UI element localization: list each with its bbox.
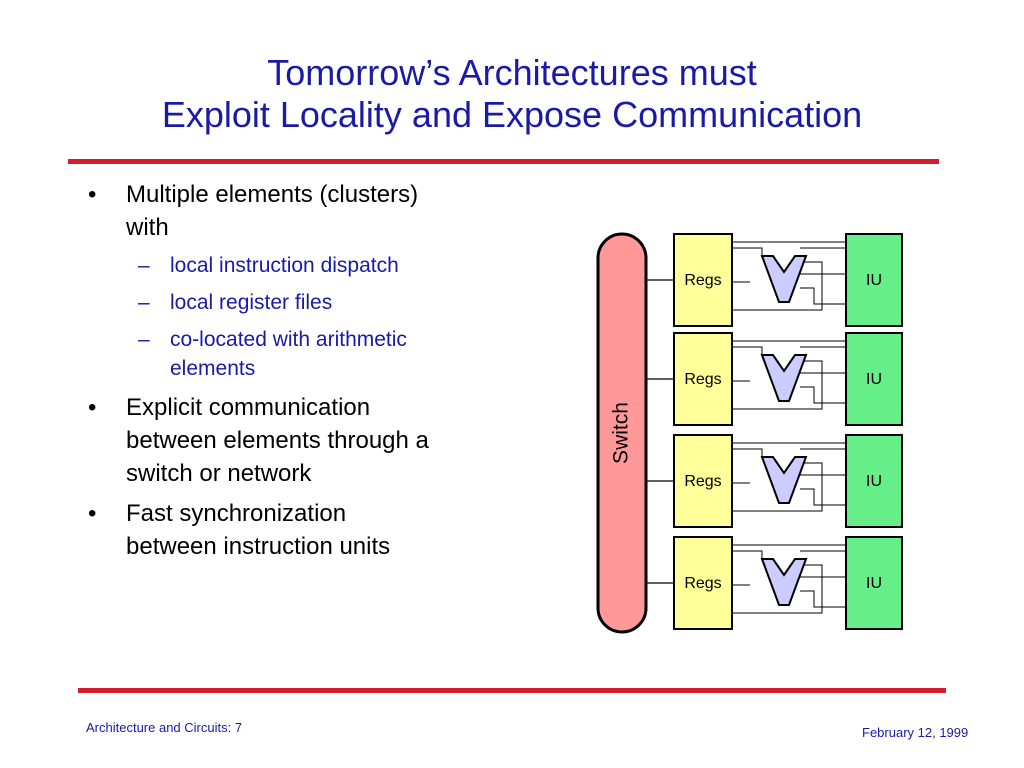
- chevron-icon: [760, 255, 808, 303]
- iu-box: [845, 233, 903, 327]
- bullet-text: with: [126, 214, 169, 241]
- bullet-item: • Explicit communication between element…: [86, 391, 506, 490]
- bullet-item: • Fast synchronization between instructi…: [86, 497, 506, 563]
- sub-bullet-text: co-located with arithmetic: [170, 328, 407, 351]
- bullet-text: switch or network: [126, 460, 312, 487]
- iu-label: IU: [866, 575, 882, 592]
- bus-wire: [800, 488, 846, 506]
- bus-wire: [732, 448, 763, 457]
- footer-divider: [78, 688, 946, 693]
- regs-label: Regs: [684, 272, 721, 289]
- cluster-row: Regs IU: [646, 434, 903, 528]
- iu-label: IU: [866, 371, 882, 388]
- sub-bullet-text: local instruction dispatch: [170, 254, 399, 277]
- regs-label: Regs: [684, 575, 721, 592]
- bullet-text: Explicit communication: [126, 394, 371, 421]
- iu-box: [845, 434, 903, 528]
- regs-box: [673, 434, 733, 528]
- bullet-mark: •: [88, 500, 97, 527]
- bus-wire: [732, 462, 823, 512]
- bullet-mark: •: [88, 394, 97, 421]
- bullet-text: Fast synchronization: [126, 500, 347, 527]
- bus-wire: [800, 386, 846, 404]
- switch-label: Switch: [610, 402, 633, 464]
- bus-wire: [732, 247, 763, 256]
- bus-wire: [732, 564, 823, 614]
- iu-label: IU: [866, 272, 882, 289]
- footer-slide-number: Architecture and Circuits: 7: [86, 720, 243, 735]
- regs-box: [673, 233, 733, 327]
- bullet-mark: •: [88, 181, 97, 208]
- title-line-2: Exploit Locality and Expose Communicatio…: [161, 94, 863, 135]
- chevron-icon: [760, 558, 808, 606]
- sub-bullet-list: – local instruction dispatch – local reg…: [86, 251, 506, 383]
- sub-bullet-text: local register files: [170, 291, 333, 314]
- sub-bullet-item: – local instruction dispatch: [86, 251, 506, 280]
- regs-label: Regs: [684, 473, 721, 490]
- sub-bullet-item: – co-located with arithmetic elements: [86, 325, 506, 383]
- dash-mark: –: [138, 328, 150, 351]
- bus-wire: [732, 360, 823, 410]
- iu-box: [845, 332, 903, 426]
- bullet-text: Multiple elements (clusters): [126, 181, 419, 208]
- bullet-item: • Multiple elements (clusters) with: [86, 178, 506, 244]
- sub-bullet-item: – local register files: [86, 288, 506, 317]
- regs-label: Regs: [684, 371, 721, 388]
- regs-box: [673, 536, 733, 630]
- sub-bullet-text: elements: [170, 357, 256, 380]
- bus-wire: [800, 590, 846, 608]
- bullet-text: between instruction units: [126, 533, 391, 560]
- iu-label: IU: [866, 473, 882, 490]
- cluster-row: Regs IU: [646, 233, 903, 327]
- cluster-row: Regs IU: [646, 536, 903, 630]
- title-line-1: Tomorrow’s Architectures must: [267, 52, 757, 93]
- bus-wire: [732, 346, 763, 355]
- regs-box: [673, 332, 733, 426]
- bus-wire: [800, 287, 846, 305]
- bus-wire: [732, 261, 823, 311]
- switch-bar: [596, 232, 648, 634]
- chevron-icon: [760, 354, 808, 402]
- title-divider: [68, 159, 939, 164]
- slide-title: Tomorrow’s Architectures must Exploit Lo…: [0, 52, 1024, 136]
- chevron-icon: [760, 456, 808, 504]
- cluster-row: Regs IU: [646, 332, 903, 426]
- iu-box: [845, 536, 903, 630]
- dash-mark: –: [138, 291, 150, 314]
- footer-date: February 12, 1999: [862, 725, 969, 740]
- bullet-text: between elements through a: [126, 427, 429, 454]
- bullet-list: • Multiple elements (clusters) with – lo…: [86, 178, 506, 570]
- dash-mark: –: [138, 254, 150, 277]
- bus-wire: [732, 550, 763, 559]
